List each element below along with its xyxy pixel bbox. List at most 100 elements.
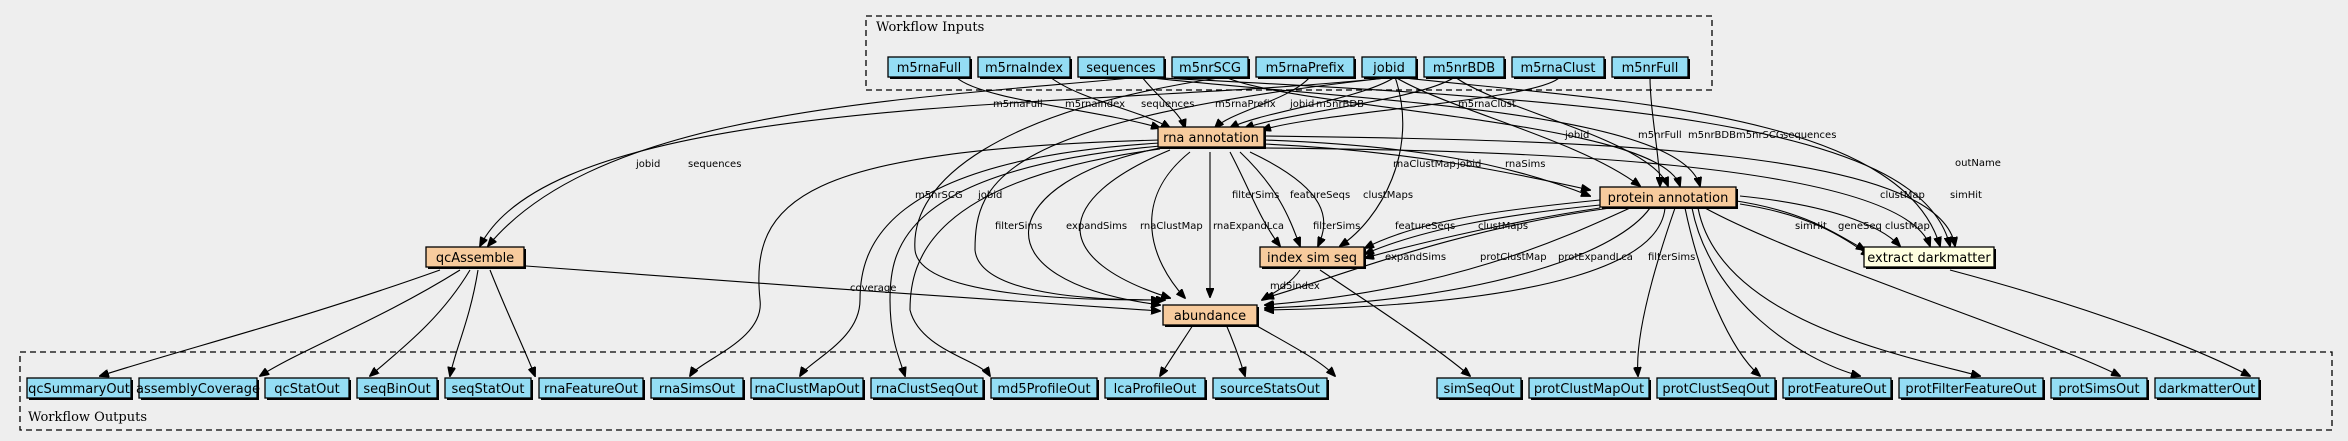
- output-node-protFilterFeatureOut[interactable]: protFilterFeatureOut: [1898, 377, 2045, 400]
- edge-rna-index-featureseqs: [1239, 151, 1300, 246]
- edge-protein-abundance-filtersims: [1265, 207, 1666, 310]
- edge-label-m5rnaIndex: m5rnaIndex: [1065, 99, 1125, 110]
- edge-protein-darkmatter-clustmap: [1739, 195, 1900, 246]
- svg-text:qcAssemble: qcAssemble: [436, 251, 514, 266]
- edge-rna-darkmatter-clustmap: [1263, 147, 1930, 246]
- svg-text:m5nrFull: m5nrFull: [1622, 61, 1679, 76]
- svg-text:qcSummaryOut: qcSummaryOut: [28, 382, 130, 397]
- edge-label-jobid-rna: jobid: [1289, 99, 1314, 110]
- svg-text:qcStatOut: qcStatOut: [274, 382, 339, 397]
- output-node-qcStatOut[interactable]: qcStatOut: [264, 377, 351, 400]
- output-node-md5ProfileOut[interactable]: md5ProfileOut: [990, 377, 1099, 400]
- input-node-m5rnaIndex[interactable]: m5rnaIndex: [977, 56, 1072, 79]
- output-node-assemblyCoverage[interactable]: assemblyCoverage: [136, 377, 260, 400]
- svg-text:protein annotation: protein annotation: [1608, 191, 1729, 206]
- input-node-m5nrSCG[interactable]: m5nrSCG: [1171, 56, 1250, 79]
- step-node-rna-annotation[interactable]: rna annotation: [1157, 126, 1266, 149]
- edge-m5nrFull-protein: [1649, 76, 1660, 186]
- svg-text:rnaClustMapOut: rnaClustMapOut: [754, 382, 859, 397]
- edge-label-m5nrSCG-abundance: m5nrSCG: [915, 190, 963, 201]
- edge-label-m5nrSCG-protein: m5nrSCG: [1736, 130, 1784, 141]
- output-node-rnaFeatureOut[interactable]: rnaFeatureOut: [538, 377, 645, 400]
- svg-text:m5rnaIndex: m5rnaIndex: [985, 61, 1063, 76]
- svg-text:protFeatureOut: protFeatureOut: [1787, 382, 1886, 397]
- input-node-m5rnaPrefix[interactable]: m5rnaPrefix: [1255, 56, 1356, 79]
- edge-rna-index-filtersims: [1229, 151, 1280, 246]
- svg-text:sequences: sequences: [1086, 61, 1156, 76]
- edge-protein-abundance-expandsims: [1265, 207, 1611, 298]
- svg-text:extract darkmatter: extract darkmatter: [1867, 251, 1991, 266]
- edge-labels: m5rnaFull m5rnaIndex sequences m5rnaPref…: [635, 99, 2001, 294]
- input-node-m5nrBDB[interactable]: m5nrBDB: [1423, 56, 1506, 79]
- edge-jobid-abundance: [974, 76, 1396, 300]
- step-node-qcAssemble[interactable]: qcAssemble: [425, 246, 526, 269]
- input-node-m5nrFull[interactable]: m5nrFull: [1611, 56, 1690, 79]
- step-node-protein-annotation[interactable]: protein annotation: [1599, 186, 1738, 209]
- output-node-rnaClustSeqOut[interactable]: rnaClustSeqOut: [870, 377, 985, 400]
- output-node-protClustMapOut[interactable]: protClustMapOut: [1528, 377, 1651, 400]
- input-node-m5rnaFull[interactable]: m5rnaFull: [887, 56, 972, 79]
- step-nodes: rna annotation protein annotation qcAsse…: [425, 126, 1996, 327]
- edge-label-m5rnaPrefix: m5rnaPrefix: [1215, 99, 1276, 110]
- edge-protein-darkmatter-geneseq: [1739, 203, 1870, 256]
- edge-label-expandSims-protein: expandSims: [1385, 252, 1446, 263]
- svg-text:rnaSimsOut: rnaSimsOut: [659, 382, 735, 397]
- edge-label-sequences-qc: sequences: [688, 159, 741, 170]
- output-node-simSeqOut[interactable]: simSeqOut: [1436, 377, 1523, 400]
- output-node-protSimsOut[interactable]: protSimsOut: [2050, 377, 2149, 400]
- step-node-abundance[interactable]: abundance: [1162, 304, 1259, 327]
- workflow-outputs-label: Workflow Outputs: [28, 410, 147, 425]
- edge-label-simHit-protein: simHit: [1795, 221, 1827, 232]
- edge-protein-index-featureseqs: [1365, 204, 1601, 254]
- edge-label-filterSims-protein-abundance: filterSims: [1648, 252, 1695, 263]
- svg-text:index sim seq: index sim seq: [1267, 251, 1357, 266]
- edge-index-simSeqOut: [1319, 269, 1470, 376]
- edge-jobid-protein: [1394, 76, 1640, 186]
- svg-text:md5ProfileOut: md5ProfileOut: [997, 382, 1090, 397]
- edge-m5nrBDB-protein: [1454, 76, 1668, 186]
- output-node-qcSummaryOut[interactable]: qcSummaryOut: [26, 377, 133, 400]
- edge-m5nrSCG-abundance: [914, 76, 1226, 300]
- edge-rna-abundance-expandsims: [1079, 149, 1170, 298]
- edge-rna-protein-sims: [1263, 139, 1590, 196]
- edge-label-m5nrFull: m5nrFull: [1638, 130, 1682, 141]
- edges: [100, 76, 2250, 376]
- output-node-rnaSimsOut[interactable]: rnaSimsOut: [650, 377, 745, 400]
- input-node-jobid[interactable]: jobid: [1361, 56, 1418, 79]
- input-nodes: m5rnaFull m5rnaIndex sequences m5nrSCG m…: [887, 56, 1690, 79]
- output-node-lcaProfileOut[interactable]: lcaProfileOut: [1104, 377, 1207, 400]
- input-node-sequences[interactable]: sequences: [1077, 56, 1166, 79]
- edge-label-m5rnaClust: m5rnaClust: [1458, 99, 1516, 110]
- edge-label-clustMaps-rna: clustMaps: [1363, 190, 1413, 201]
- svg-text:rnaClustSeqOut: rnaClustSeqOut: [876, 382, 978, 397]
- step-node-index-sim-seq[interactable]: index sim seq: [1259, 246, 1366, 269]
- output-node-sourceStatsOut[interactable]: sourceStatsOut: [1212, 377, 1329, 400]
- input-node-m5rnaClust[interactable]: m5rnaClust: [1511, 56, 1606, 79]
- edge-protein-index-clustmaps: [1365, 207, 1601, 258]
- edge-protein-protFilterFeatureOut: [1697, 207, 1980, 376]
- edge-protein-protSimsOut: [1704, 207, 2120, 376]
- svg-text:m5rnaPrefix: m5rnaPrefix: [1266, 61, 1345, 76]
- output-node-darkmatterOut[interactable]: darkmatterOut: [2154, 377, 2261, 400]
- edge-jobid-qc: [480, 76, 1396, 246]
- output-node-protFeatureOut[interactable]: protFeatureOut: [1782, 377, 1893, 400]
- edge-protein-protClustSeqOut: [1684, 207, 1760, 376]
- svg-text:rnaFeatureOut: rnaFeatureOut: [544, 382, 638, 397]
- edge-abundance-sourceStatsOut: [1249, 321, 1335, 376]
- output-node-seqStatOut[interactable]: seqStatOut: [444, 377, 533, 400]
- edge-label-geneSeq: geneSeq: [1838, 221, 1882, 232]
- svg-text:protClustSeqOut: protClustSeqOut: [1662, 382, 1769, 397]
- step-node-extract-darkmatter[interactable]: extract darkmatter: [1863, 246, 1996, 269]
- edge-label-rnaExpandLca: rnaExpandLca: [1213, 221, 1284, 232]
- edge-label-clustMap-rna: clustMap: [1880, 190, 1925, 201]
- workflow-inputs-label: Workflow Inputs: [876, 20, 984, 35]
- svg-text:protFilterFeatureOut: protFilterFeatureOut: [1905, 382, 2036, 397]
- output-node-protClustSeqOut[interactable]: protClustSeqOut: [1656, 377, 1777, 400]
- edge-m5nrBDB-rna: [1245, 76, 1456, 128]
- output-node-seqBinOut[interactable]: seqBinOut: [356, 377, 439, 400]
- edge-abundance-md5ProfileOut: [1160, 321, 1196, 376]
- edge-rna-rnaClustMapOut: [889, 145, 1161, 376]
- output-node-rnaClustMapOut[interactable]: rnaClustMapOut: [750, 377, 865, 400]
- edge-label-m5nrBDB-protein: m5nrBDB: [1688, 130, 1736, 141]
